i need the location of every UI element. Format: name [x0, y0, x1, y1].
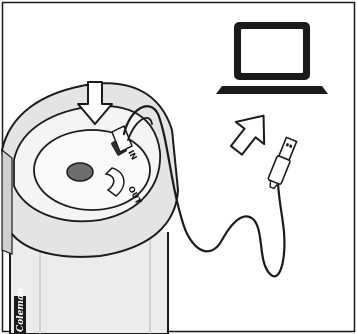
brand-label: Coleman — [16, 288, 26, 332]
lantern-handle-mount — [2, 150, 12, 254]
center-knob — [67, 163, 93, 181]
